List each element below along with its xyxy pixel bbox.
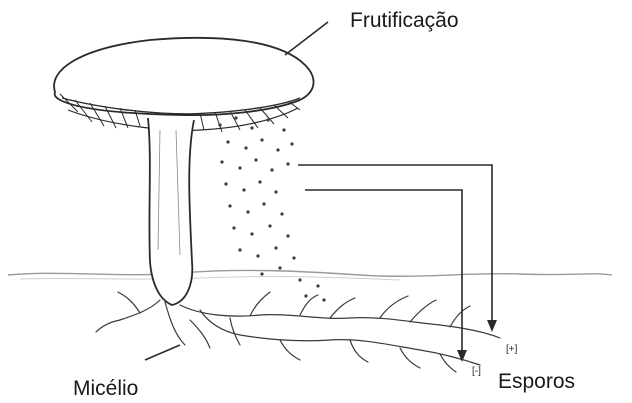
mycelium-pointer bbox=[145, 345, 180, 360]
fruiting-body-label: Frutificação bbox=[350, 10, 459, 31]
mycelium-roots bbox=[96, 292, 500, 372]
soil-line-shadow bbox=[20, 277, 400, 280]
falling-spores bbox=[218, 116, 325, 301]
arrow-minus-path bbox=[305, 190, 462, 352]
mycelium-label: Micélio bbox=[73, 378, 138, 399]
fruiting-body-pointer bbox=[285, 22, 328, 55]
arrow-plus-head bbox=[487, 320, 497, 332]
spore-arrows bbox=[298, 165, 492, 352]
spores-label: Esporos bbox=[498, 371, 575, 392]
soil-line bbox=[8, 270, 612, 276]
spore-marker-plus: [+] bbox=[506, 344, 518, 355]
mushroom-stem bbox=[148, 118, 194, 305]
mushroom-cap bbox=[54, 38, 313, 132]
arrow-plus-path bbox=[298, 165, 492, 322]
spore-marker-minus: [-] bbox=[472, 366, 481, 377]
